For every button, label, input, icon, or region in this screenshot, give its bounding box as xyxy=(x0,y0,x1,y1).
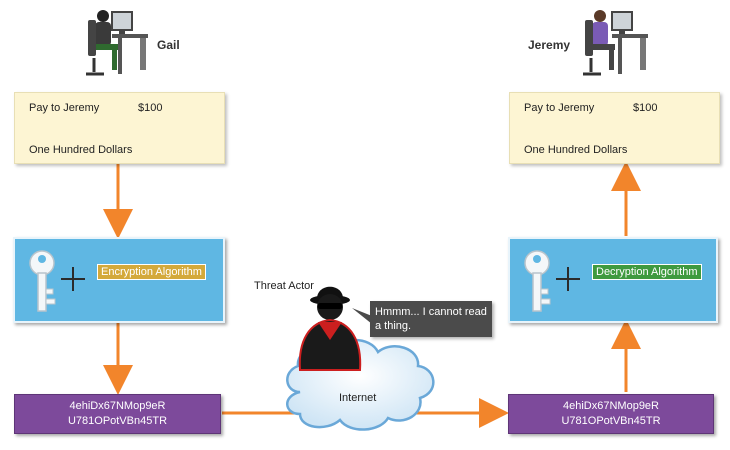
receiver-name: Jeremy xyxy=(528,38,571,52)
decryption-box: Decryption Algorithm xyxy=(508,237,718,323)
encryption-algorithm-label: Encryption Algorithm xyxy=(97,264,206,280)
threat-actor-icon xyxy=(298,286,362,371)
plus-icon xyxy=(556,267,580,291)
ciphertext-left-line1: 4ehiDx67NMop9eR xyxy=(69,400,166,412)
ciphertext-right: 4ehiDx67NMop9eR U781OPotVBn45TR xyxy=(508,394,714,434)
ciphertext-right-line2: U781OPotVBn45TR xyxy=(561,415,661,427)
ciphertext-right-line1: 4ehiDx67NMop9eR xyxy=(563,400,659,412)
check-right-amount-words: One Hundred Dollars xyxy=(524,144,628,156)
internet-label: Internet xyxy=(339,392,377,404)
check-right: Pay to Jeremy $100 One Hundred Dollars xyxy=(509,92,720,164)
person-gail-icon xyxy=(86,10,148,76)
ciphertext-left: 4ehiDx67NMop9eR U781OPotVBn45TR xyxy=(14,394,221,434)
threat-speech-bubble: Hmmm... I cannot read a thing. xyxy=(370,301,492,337)
check-right-pay-to: Pay to Jeremy xyxy=(524,102,595,114)
check-left-amount-words: One Hundred Dollars xyxy=(29,144,133,156)
check-left: Pay to Jeremy $100 One Hundred Dollars xyxy=(14,92,225,164)
sender-name: Gail xyxy=(157,38,180,52)
plus-icon xyxy=(61,267,85,291)
encryption-box: Encryption Algorithm xyxy=(13,237,225,323)
threat-actor-label: Threat Actor xyxy=(254,280,314,292)
check-right-amount: $100 xyxy=(633,102,658,114)
decryption-algorithm-label: Decryption Algorithm xyxy=(592,264,702,280)
key-icon xyxy=(524,250,551,312)
speech-tail xyxy=(352,308,372,324)
ciphertext-left-line2: U781OPotVBn45TR xyxy=(67,415,168,427)
key-icon xyxy=(29,250,56,312)
person-jeremy-icon xyxy=(583,10,648,76)
check-left-pay-to: Pay to Jeremy xyxy=(29,102,100,114)
check-left-amount: $100 xyxy=(138,102,163,114)
